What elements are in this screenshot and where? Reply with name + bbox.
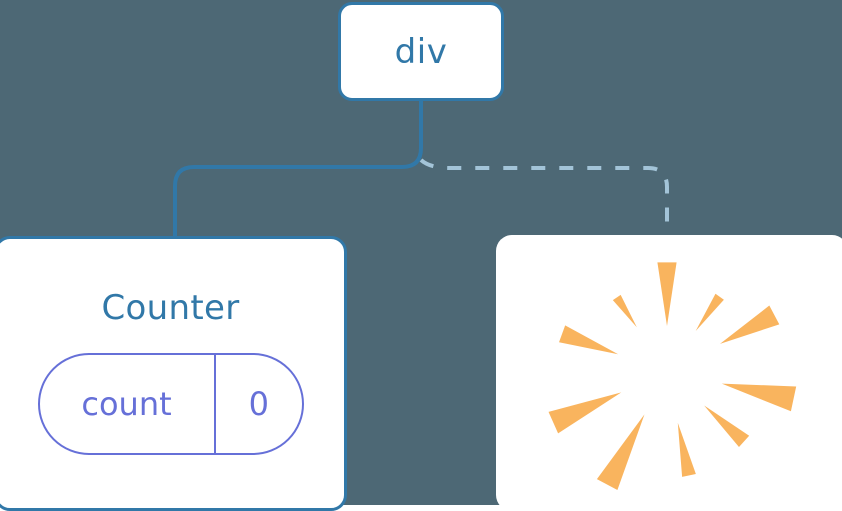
node-counter-title: Counter [101,288,240,328]
node-counter[interactable]: Counter count 0 [0,236,347,511]
node-loader[interactable] [496,235,842,511]
starburst-ray-7 [596,414,645,490]
state-pill-key: count [81,385,172,423]
starburst-ray-3 [719,305,780,344]
starburst-ray-5 [704,405,750,448]
starburst-ray-9 [559,325,619,355]
starburst-ray-6 [677,422,696,477]
starburst-ray-10 [612,294,637,328]
node-div-label: div [394,31,448,72]
starburst-loading-icon [548,262,797,490]
node-div[interactable]: div [338,2,504,101]
starburst-ray-2 [695,293,724,332]
starburst-ray-8 [548,392,622,434]
state-pill-value: 0 [248,385,269,423]
connector-root-to-loader [419,158,669,236]
starburst-ray-1 [657,262,677,326]
state-pill-count[interactable]: count 0 [37,353,304,455]
connector-root-to-counter [173,101,423,237]
state-pill-divider [213,355,216,453]
starburst-ray-4 [721,383,797,412]
